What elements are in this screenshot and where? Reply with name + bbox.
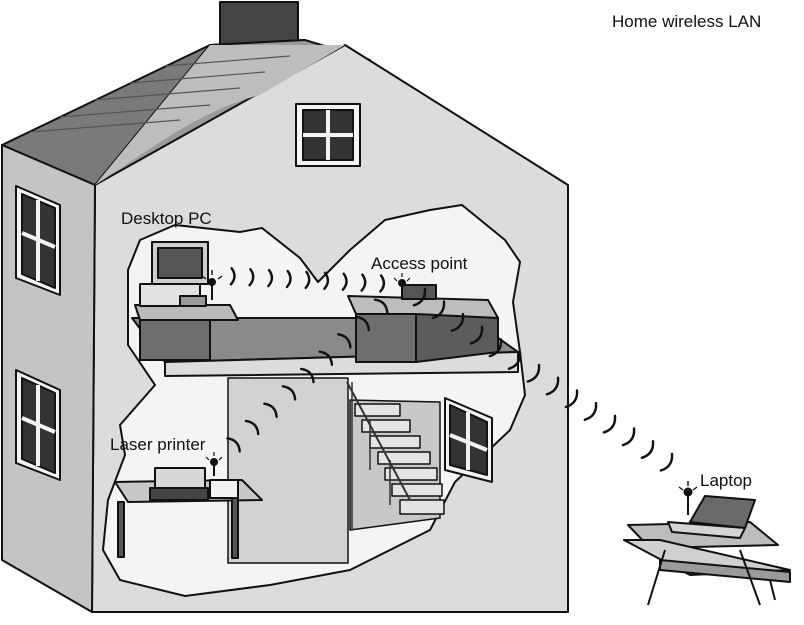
wave-arc [469, 325, 484, 345]
label-desktop-pc: Desktop PC [121, 209, 212, 228]
wave-arc [248, 268, 255, 287]
wave-arc [412, 287, 427, 307]
wave-arc [263, 402, 278, 419]
wave-arc [244, 419, 260, 436]
wave-arc [583, 401, 598, 421]
wave-arc [336, 333, 352, 349]
wave-arc [285, 269, 292, 289]
wave-arc [488, 338, 503, 358]
wave-arc [564, 389, 579, 409]
wave-arc [360, 273, 367, 292]
side-window-upper [15, 185, 61, 296]
label-access-point: Access point [371, 254, 468, 273]
laser-printer-antenna-icon [205, 452, 223, 476]
wave-arc [304, 270, 311, 290]
wave-arc [602, 414, 617, 434]
house [1, 1, 569, 613]
desktop-pc-antenna-icon [201, 270, 223, 300]
wave-arc [355, 315, 371, 332]
wave-arc [373, 298, 389, 315]
wave-arc [431, 300, 446, 320]
wave-arc [379, 274, 386, 293]
wave-printer-to-access-point [226, 298, 389, 453]
desktop-pc-station [134, 241, 239, 361]
wave-arc [545, 376, 560, 396]
laptop-screen [689, 495, 756, 529]
interior-back-wall [227, 377, 349, 564]
staircase [346, 381, 445, 531]
label-laser-printer: Laser printer [110, 435, 206, 454]
wave-arc [226, 437, 241, 453]
access-point-station [347, 273, 499, 363]
wave-arc [507, 350, 522, 371]
wave-arc [229, 267, 236, 286]
wave-access-point-to-laptop [412, 287, 674, 472]
wave-arc [526, 363, 541, 383]
access-point-antenna-icon [393, 273, 411, 296]
gable-window [295, 103, 361, 167]
side-window-lower [15, 369, 61, 481]
wave-arc [299, 367, 315, 384]
diagram-title: Home wireless LAN [612, 12, 761, 31]
interior-window [444, 397, 493, 483]
wave-arc [281, 385, 297, 401]
laptop-station [623, 481, 791, 606]
laptop-antenna-icon [678, 481, 698, 515]
wave-arc [640, 439, 655, 460]
wave-arc [267, 268, 274, 288]
label-laptop: Laptop [700, 471, 752, 490]
laptop-keyboard [667, 521, 746, 539]
wave-arc [450, 312, 465, 332]
laser-printer-station [114, 452, 263, 559]
wave-desktop-to-access-point [229, 267, 386, 293]
wave-arc [323, 271, 330, 290]
roof-highlight [95, 45, 345, 185]
wave-arc [341, 272, 348, 291]
wave-arc [621, 427, 636, 447]
wave-arc [318, 350, 334, 367]
wave-arc [659, 452, 674, 472]
